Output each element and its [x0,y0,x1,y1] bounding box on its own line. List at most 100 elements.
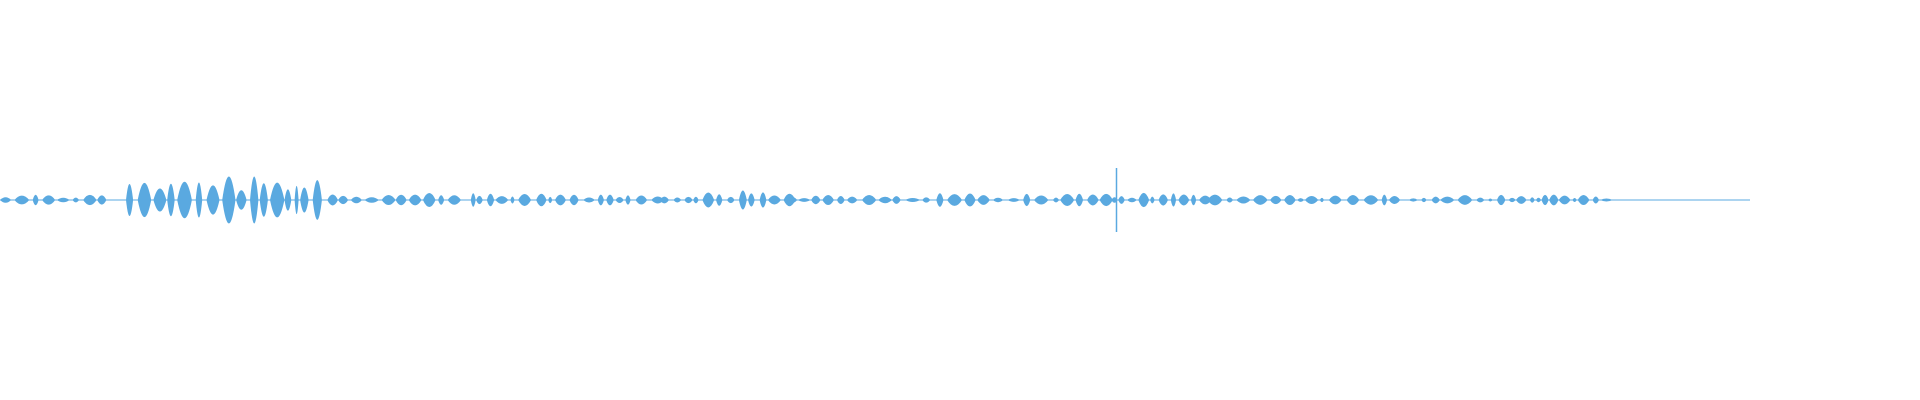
waveform-burst-124 [1549,194,1559,206]
waveform-burst-83 [1060,194,1075,206]
waveform-burst-57 [727,196,735,204]
waveform-burst-55 [702,192,715,208]
waveform-burst-74 [936,193,944,207]
waveform-burst-117 [1488,198,1493,202]
waveform-burst-108 [1363,195,1379,205]
waveform-burst-92 [1158,194,1168,206]
waveform-burst-23 [312,180,322,220]
waveform-burst-94 [1178,194,1190,206]
waveform-burst-118 [1496,194,1506,206]
waveform-burst-100 [1252,195,1268,205]
waveform-burst-95 [1190,194,1197,206]
waveform-burst-106 [1328,195,1342,205]
waveform-burst-77 [977,195,990,205]
waveform-burst-27 [364,197,379,203]
waveform-burst-103 [1297,198,1305,202]
waveform-burst-12 [177,181,192,219]
waveform-burst-8 [126,184,134,216]
waveform-burst-126 [1572,197,1577,203]
waveform-burst-96 [1199,195,1212,205]
waveform-burst-33 [447,195,461,205]
waveform-burst-42 [554,194,566,206]
waveform-burst-48 [625,195,631,205]
waveform-burst-121 [1529,197,1535,203]
waveform-burst-90 [1138,192,1150,208]
waveform-burst-102 [1284,194,1296,206]
waveform-burst-10 [153,188,167,212]
waveform-bursts [0,168,1613,232]
waveform-burst-85 [1087,194,1099,206]
waveform-burst-84 [1075,193,1084,207]
waveform-burst-112 [1421,197,1427,203]
waveform-burst-30 [408,194,422,206]
waveform-burst-66 [822,194,834,206]
waveform-burst-20 [284,189,292,211]
waveform-burst-127 [1577,195,1590,205]
waveform-burst-80 [1023,193,1031,207]
waveform-burst-63 [785,196,798,204]
waveform-burst-72 [905,198,921,202]
waveform-burst-22 [300,187,309,213]
waveform-burst-59 [748,193,755,207]
waveform-burst-120 [1516,196,1527,204]
waveform-burst-101 [1270,195,1282,205]
waveform-burst-110 [1388,196,1401,204]
waveform-burst-89 [1127,197,1137,203]
waveform-burst-38 [510,196,515,204]
waveform-burst-17 [250,176,259,224]
waveform-burst-3 [42,195,56,205]
waveform-burst-111 [1408,198,1418,202]
waveform-burst-31 [422,193,436,207]
waveform-burst-129 [1600,198,1613,202]
waveform-burst-123 [1541,194,1549,206]
waveform-burst-86 [1099,193,1113,207]
waveform-burst-6 [83,194,97,206]
waveform-burst-34 [470,193,476,207]
waveform-burst-40 [536,193,547,207]
waveform-burst-32 [438,195,445,205]
waveform-burst-25 [338,195,349,205]
waveform-burst-26 [350,196,362,204]
waveform-burst-71 [892,196,901,204]
waveform-burst-14 [206,185,220,215]
waveform-burst-16 [236,190,247,210]
waveform-burst-60 [759,192,767,208]
waveform-burst-97 [1207,194,1223,206]
waveform-burst-53 [684,196,693,204]
waveform-burst-78 [993,197,1004,203]
waveform-burst-51 [659,196,669,204]
waveform-burst-47 [615,196,624,204]
waveform-burst-13 [195,182,203,218]
waveform-burst-0 [0,197,12,203]
waveform-burst-67 [836,195,845,205]
waveform-burst-64 [798,198,811,202]
waveform-burst-99 [1236,196,1251,204]
waveform-burst-44 [583,197,595,203]
waveform-burst-18 [259,183,268,217]
waveform-burst-45 [597,194,604,206]
waveform-burst-105 [1319,197,1324,203]
waveform-burst-104 [1304,196,1319,204]
waveform-burst-65 [811,195,821,205]
waveform-burst-46 [606,194,614,206]
waveform-burst-93 [1170,193,1177,207]
waveform-burst-9 [137,182,152,218]
waveform-burst-52 [673,197,682,203]
waveform-burst-50 [651,196,665,204]
waveform-burst-39 [518,194,532,206]
waveform-burst-115 [1457,195,1473,205]
waveform-burst-1 [14,195,30,205]
waveform-burst-82 [1052,197,1060,203]
waveform-burst-56 [716,194,723,206]
waveform-burst-122 [1536,197,1541,203]
waveform-burst-73 [922,197,931,203]
waveform-burst-75 [947,194,962,206]
waveform-burst-61 [767,195,781,205]
waveform-burst-69 [862,195,877,205]
waveform-burst-29 [395,194,407,206]
waveform-burst-5 [72,197,80,203]
waveform-burst-116 [1476,197,1485,203]
waveform-burst-35 [476,195,483,205]
